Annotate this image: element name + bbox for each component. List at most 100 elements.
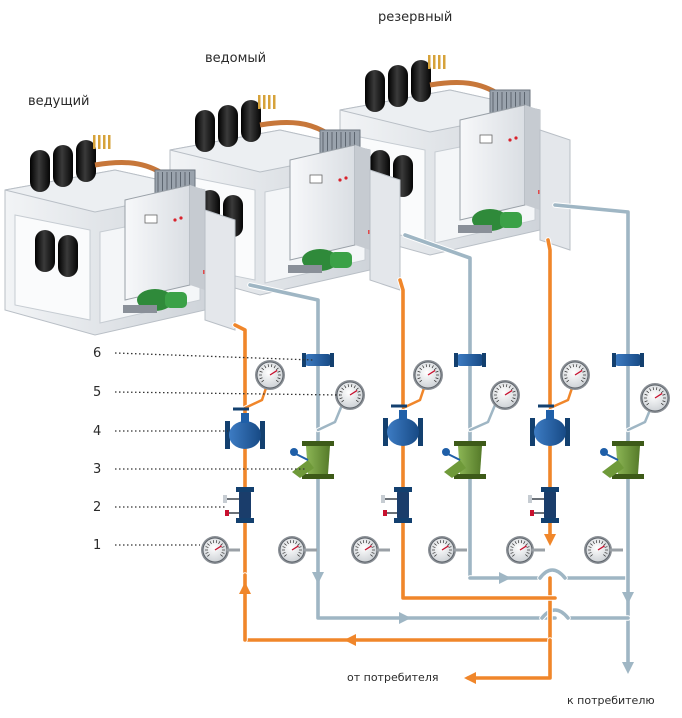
gauge-icon — [278, 536, 306, 564]
ball-valve-icon — [223, 487, 254, 523]
compressor-icon — [365, 70, 385, 112]
gauge-branch-hot-lead — [243, 386, 268, 410]
gauge-icon — [506, 536, 534, 564]
hot-return-main — [466, 638, 552, 680]
copper-stub — [93, 135, 96, 149]
frame-leg — [204, 209, 236, 331]
gauge-icon — [413, 360, 443, 390]
supply-flow-label: к потребителю — [567, 694, 655, 707]
frame-leg — [539, 129, 571, 251]
copper-stub — [433, 55, 436, 69]
compressor-icon — [35, 230, 55, 272]
panel-display — [309, 174, 323, 184]
pump-motor — [500, 212, 522, 228]
gauge-branch-cold-lead — [316, 403, 344, 432]
strainer-icon — [442, 441, 486, 479]
copper-stub — [98, 135, 101, 149]
cold-crossover-upper — [538, 568, 567, 580]
callout-4: 4 — [93, 424, 102, 439]
cold-pipe-reserve — [553, 203, 630, 670]
pump-base — [458, 225, 492, 233]
pump-motor — [165, 292, 187, 308]
gauge-icon — [351, 536, 379, 564]
callout-1: 1 — [93, 538, 102, 553]
flow-arrow-icon — [622, 662, 634, 674]
callout-2: 2 — [93, 500, 102, 515]
callout-leader-5 — [114, 391, 341, 396]
copper-stub — [268, 95, 271, 109]
callout-leader-6 — [114, 352, 314, 361]
flow-arrow-icon — [399, 612, 411, 624]
gauge-icon — [255, 360, 285, 390]
strainer-icon — [225, 407, 265, 449]
chiller-unit-lead — [4, 135, 236, 336]
callout-3: 3 — [93, 462, 102, 477]
gauge-icon — [201, 536, 229, 564]
gauge-branch-cold-slave — [468, 403, 497, 432]
butterfly-valve-icon — [302, 353, 334, 367]
compressor-icon — [411, 60, 431, 102]
butterfly-valve-icon — [612, 353, 644, 367]
copper-stub — [273, 95, 276, 109]
pump-base — [288, 265, 322, 273]
compressor-icon — [76, 140, 96, 182]
copper-stub — [108, 135, 111, 149]
copper-stub — [428, 55, 431, 69]
gauge-branch-hot-reserve — [548, 386, 574, 410]
return-flow-label: от потребителя — [347, 671, 439, 684]
control-panel-side — [525, 105, 540, 210]
pump-base — [123, 305, 157, 313]
flow-arrow-icon — [344, 634, 356, 646]
ball-valve-icon — [381, 487, 412, 523]
flow-arrow-icon — [239, 582, 251, 594]
pump-motor — [330, 252, 352, 268]
gauge-icon — [584, 536, 612, 564]
flow-arrow-icon — [499, 572, 511, 584]
control-panel-side — [190, 185, 205, 290]
control-panel — [289, 144, 356, 261]
flow-arrow-icon — [544, 534, 556, 546]
copper-stub — [438, 55, 441, 69]
copper-stub — [258, 95, 261, 109]
frame-leg — [369, 169, 401, 291]
unit-label-reserve: резервный — [378, 10, 453, 25]
cold-pipe-slave — [403, 233, 472, 580]
flow-arrow-icon — [464, 672, 476, 684]
compressor-icon — [241, 100, 261, 142]
compressor-icon — [195, 110, 215, 152]
cold-header-lower — [316, 576, 557, 620]
compressor-icon — [30, 150, 50, 192]
copper-stub — [103, 135, 106, 149]
copper-stub — [443, 55, 446, 69]
compressor-icon — [218, 105, 238, 147]
unit-label-lead: ведущий — [28, 94, 90, 109]
gauge-icon — [640, 383, 670, 413]
compressor-icon — [388, 65, 408, 107]
panel-display — [144, 214, 158, 224]
copper-stub — [263, 95, 266, 109]
callout-5: 5 — [93, 385, 102, 400]
callout-6: 6 — [93, 346, 102, 361]
cold-crossover-lower — [540, 608, 570, 620]
control-panel-side — [355, 145, 370, 250]
panel-display — [479, 134, 493, 144]
compressor-icon — [58, 235, 78, 277]
gauge-icon — [560, 360, 590, 390]
flow-arrow-icon — [622, 592, 634, 604]
strainer-icon — [600, 441, 644, 479]
gauge-icon — [335, 380, 365, 410]
gauge-branch-hot-slave — [401, 386, 426, 410]
strainer-icon — [530, 404, 570, 446]
unit-label-slave: ведомый — [205, 51, 267, 66]
flow-arrow-icon — [312, 572, 324, 584]
gauge-icon — [428, 536, 456, 564]
ball-valve-icon — [528, 487, 559, 523]
strainer-icon — [383, 404, 423, 446]
control-panel — [459, 104, 526, 221]
control-panel — [124, 184, 191, 301]
butterfly-valve-icon — [454, 353, 486, 367]
strainer-icon — [290, 441, 334, 479]
compressor-icon — [53, 145, 73, 187]
